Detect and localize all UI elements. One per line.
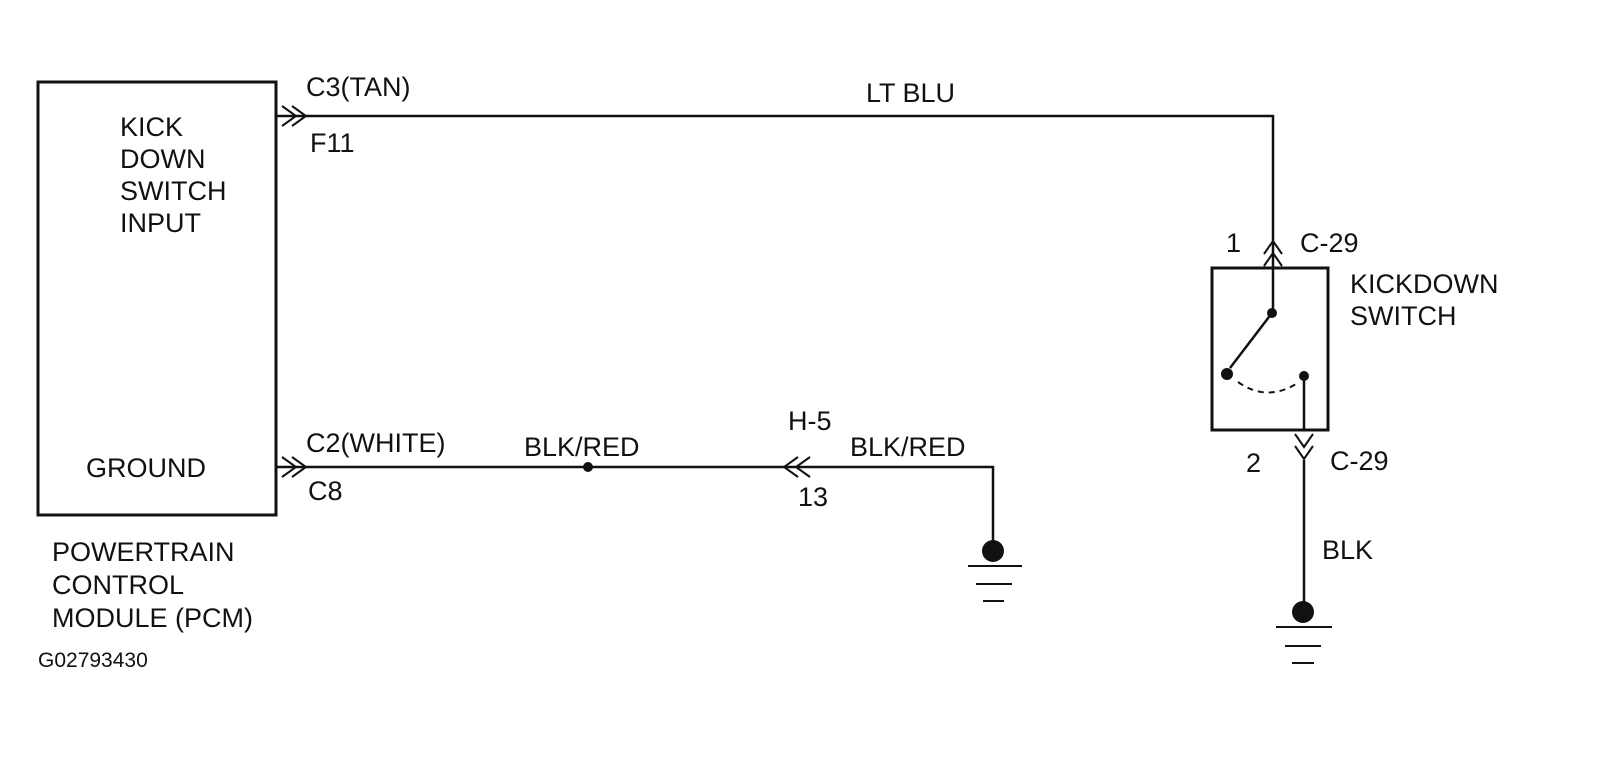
splice-dot (583, 462, 593, 472)
pcm-name-line-1: POWERTRAIN (52, 537, 235, 567)
switch-pivot (1221, 368, 1233, 380)
switch-pin-1-label: 1 (1226, 228, 1241, 258)
c3-connector-symbol (281, 105, 308, 127)
pcm-name-line-2: CONTROL (52, 570, 184, 600)
blk-red-wire-label-right: BLK/RED (850, 432, 966, 462)
c3-connector-label: C3(TAN) (306, 72, 411, 102)
c2-connector-symbol (281, 456, 308, 478)
c29-top-connector-label: C-29 (1300, 228, 1359, 258)
pcm-box (36, 80, 278, 517)
h5-connector-label: H-5 (788, 406, 832, 436)
pcm-input-label-line-4: INPUT (120, 208, 201, 238)
f11-pin-label: F11 (310, 128, 355, 158)
pcm-input-label-line-1: KICK (120, 112, 183, 142)
kickdown-switch-box (1210, 266, 1330, 432)
kickdown-switch-name-line-2: SWITCH (1350, 301, 1456, 331)
switch-travel-arc (1237, 381, 1297, 394)
pcm-input-label-line-3: SWITCH (120, 176, 226, 206)
c29-top-connector-symbol (1263, 239, 1283, 267)
switch-pin-2-label: 2 (1246, 448, 1261, 478)
h5-pin-label: 13 (798, 482, 828, 512)
blk-red-wire-label-left: BLK/RED (524, 432, 640, 462)
lt-blu-wire (276, 114, 1275, 312)
c29-bottom-connector-symbol (1294, 433, 1314, 461)
lt-blu-wire-label: LT BLU (866, 78, 955, 108)
h5-connector-symbol (782, 456, 811, 478)
blk-wire-label: BLK (1322, 535, 1373, 565)
figure-id: G02793430 (38, 649, 148, 672)
c8-pin-label: C8 (308, 476, 343, 506)
ground-point-left (982, 540, 1004, 562)
c29-bottom-connector-label: C-29 (1330, 446, 1389, 476)
kickdown-switch-name-line-1: KICKDOWN (1350, 269, 1499, 299)
blk-red-ground-wire (276, 465, 995, 548)
ground-point-right (1292, 601, 1314, 623)
c2-connector-label: C2(WHITE) (306, 428, 445, 458)
pcm-ground-label: GROUND (86, 453, 206, 483)
pcm-name-line-3: MODULE (PCM) (52, 603, 253, 633)
pcm-input-label-line-2: DOWN (120, 144, 205, 174)
switch-blade (1229, 312, 1273, 369)
